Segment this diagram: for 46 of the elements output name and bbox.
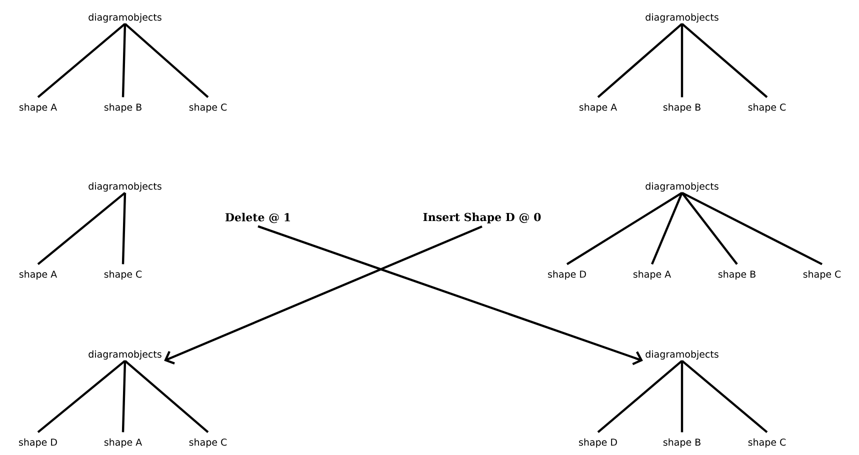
tree-line [124,22,209,98]
root-label: diagramobjects [646,13,718,23]
child-label: shape C [748,103,786,113]
tree-line [37,22,126,98]
root-label: diagramobjects [88,182,162,192]
child-label: shape B [663,103,700,113]
child-label: shape A [633,270,672,280]
child-label: shape C [189,103,227,113]
child-label: shape A [579,103,618,113]
root-label: diagramobjects [646,350,718,360]
child-label: shape C [189,438,227,448]
tree-line [122,192,126,264]
child-label: shape A [19,103,58,113]
tree-line [122,24,126,98]
root-label: diagramobjects [646,182,718,192]
child-label: shape B [104,103,142,113]
tree-line [37,192,126,266]
tree-line [681,192,738,265]
tree-line [680,24,684,98]
child-label: shape C [104,270,142,280]
arrow [258,225,643,366]
child-label: shape C [748,438,786,448]
tree-line [681,22,768,98]
tree-line [566,192,683,266]
root-label: diagramobjects [88,350,162,360]
child-label: shape A [19,270,58,280]
child-label: shape C [803,270,841,280]
tree-line [651,192,684,265]
tree-line [597,360,683,434]
child-label: shape D [548,270,586,280]
tree-line [681,360,768,434]
child-label: shape D [579,438,617,448]
tree-line [680,360,684,432]
operation-label: Delete @ 1 [225,212,290,224]
child-label: shape A [104,438,142,448]
tree-line [122,360,126,432]
child-label: shape B [718,270,756,280]
arrow [164,226,482,364]
tree-line [37,360,126,434]
root-label: diagramobjects [88,13,162,23]
tree-line [682,192,823,266]
operation-label: Insert Shape D @ 0 [423,212,541,224]
child-label: shape D [19,438,57,448]
tree-line [124,360,209,434]
child-label: shape B [663,438,700,448]
tree-line [597,22,683,98]
